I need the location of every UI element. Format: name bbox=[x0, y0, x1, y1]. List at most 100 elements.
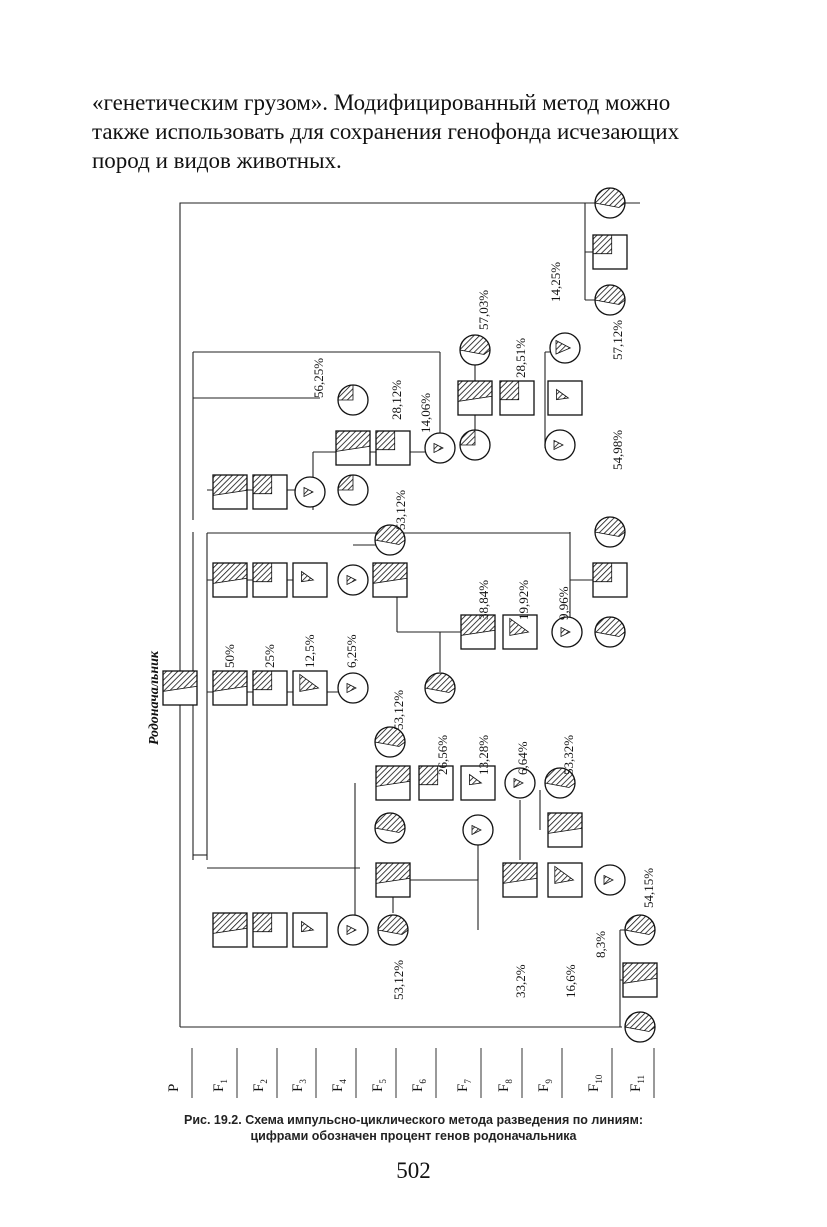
female-animal-symbol bbox=[594, 187, 626, 219]
caption-line-2: цифрами обозначен процент генов родонача… bbox=[250, 1129, 577, 1143]
female-animal-symbol bbox=[337, 564, 369, 596]
female-animal-symbol bbox=[504, 767, 536, 799]
female-animal-symbol bbox=[424, 672, 456, 704]
male-animal-symbol bbox=[162, 670, 198, 706]
male-animal-symbol bbox=[212, 670, 248, 706]
female-animal-symbol bbox=[374, 726, 406, 758]
male-animal-symbol bbox=[592, 234, 628, 270]
percentage-label: 54,15% bbox=[641, 868, 656, 908]
female-animal-symbol bbox=[459, 429, 491, 461]
generation-label-f7: F7 bbox=[455, 1079, 473, 1092]
percentage-label: 16,6% bbox=[563, 964, 578, 998]
generation-label-f6: F6 bbox=[410, 1079, 428, 1092]
generation-label-f10: F10 bbox=[586, 1074, 604, 1092]
male-animal-symbol bbox=[252, 912, 288, 948]
female-animal-symbol bbox=[337, 474, 369, 506]
percentage-label: 57,03% bbox=[476, 290, 491, 330]
percentage-label: 14,25% bbox=[548, 262, 563, 302]
percentage-label: 8,3% bbox=[593, 931, 608, 958]
female-animal-symbol bbox=[594, 284, 626, 316]
percentage-label: 56,25% bbox=[311, 358, 326, 398]
female-animal-symbol bbox=[594, 616, 626, 648]
male-animal-symbol bbox=[457, 380, 493, 416]
female-animal-symbol bbox=[594, 516, 626, 548]
female-animal-symbol bbox=[337, 914, 369, 946]
percentage-label: 50% bbox=[222, 644, 237, 668]
male-animal-symbol bbox=[375, 765, 411, 801]
paragraph-line-1: «генетическим грузом». Модифицированный … bbox=[92, 90, 671, 115]
percentage-label: 54,98% bbox=[610, 430, 625, 470]
male-animal-symbol bbox=[292, 562, 328, 598]
male-animal-symbol bbox=[502, 614, 538, 650]
female-animal-symbol bbox=[377, 914, 409, 946]
female-animal-symbol bbox=[462, 814, 494, 846]
connector-line bbox=[179, 202, 640, 1027]
percentage-label: 14,06% bbox=[418, 393, 433, 433]
female-animal-symbol bbox=[551, 616, 583, 648]
male-animal-symbol bbox=[622, 962, 658, 998]
male-animal-symbol bbox=[375, 862, 411, 898]
female-animal-symbol bbox=[294, 476, 326, 508]
percentage-label: 13,28% bbox=[476, 735, 491, 775]
percentage-label: 38,84% bbox=[476, 580, 491, 620]
percentage-label: 6,25% bbox=[344, 634, 359, 668]
percentage-label: 57,12% bbox=[610, 320, 625, 360]
male-animal-symbol bbox=[418, 765, 454, 801]
male-animal-symbol bbox=[335, 430, 371, 466]
figure-caption: Рис. 19.2. Схема импульсно-циклического … bbox=[100, 1112, 727, 1144]
generation-label-f11: F11 bbox=[628, 1075, 646, 1092]
male-animal-symbol bbox=[292, 912, 328, 948]
male-animal-symbol bbox=[252, 562, 288, 598]
percentage-label: 28,51% bbox=[513, 338, 528, 378]
paragraph-line-2: также использовать для сохранения генофо… bbox=[92, 119, 680, 144]
percentage-label: 53,12% bbox=[393, 490, 408, 530]
male-animal-symbol bbox=[547, 812, 583, 848]
percentage-label: 12,5% bbox=[302, 634, 317, 668]
founder-label: Родоначальник bbox=[147, 650, 162, 745]
percentage-label: 19,92% bbox=[516, 580, 531, 620]
male-animal-symbol bbox=[502, 862, 538, 898]
percentage-label: 9,96% bbox=[556, 586, 571, 620]
body-paragraph: «генетическим грузом». Модифицированный … bbox=[92, 88, 752, 175]
male-animal-symbol bbox=[252, 670, 288, 706]
male-animal-symbol bbox=[460, 765, 496, 801]
female-animal-symbol bbox=[594, 864, 626, 896]
male-animal-symbol bbox=[292, 670, 328, 706]
percentage-label: 33,2% bbox=[513, 964, 528, 998]
male-animal-symbol bbox=[460, 614, 496, 650]
female-animal-symbol bbox=[624, 914, 656, 946]
male-animal-symbol bbox=[592, 562, 628, 598]
generation-label-f8: F8 bbox=[496, 1079, 514, 1092]
generation-label-f5: F5 bbox=[370, 1079, 388, 1092]
female-animal-symbol bbox=[544, 767, 576, 799]
generation-label-f4: F4 bbox=[330, 1079, 348, 1092]
percentage-label: 28,12% bbox=[389, 380, 404, 420]
female-animal-symbol bbox=[549, 332, 581, 364]
male-animal-symbol bbox=[252, 474, 288, 510]
female-animal-symbol bbox=[624, 1011, 656, 1043]
caption-line-1: Рис. 19.2. Схема импульсно-циклического … bbox=[184, 1113, 643, 1127]
generation-label-p: P bbox=[166, 1084, 182, 1092]
paragraph-line-3: пород и видов животных. bbox=[92, 148, 342, 173]
generation-label-f9: F9 bbox=[536, 1079, 554, 1092]
female-animal-symbol bbox=[337, 384, 369, 416]
percentage-label: 25% bbox=[262, 644, 277, 668]
male-animal-symbol bbox=[212, 474, 248, 510]
page-number: 502 bbox=[396, 1158, 431, 1183]
female-animal-symbol bbox=[459, 334, 491, 366]
male-animal-symbol bbox=[547, 380, 583, 416]
percentage-label: 53,32% bbox=[561, 735, 576, 775]
percentage-label: 53,12% bbox=[391, 960, 406, 1000]
generation-label-f1: F1 bbox=[211, 1079, 229, 1092]
generation-label-f3: F3 bbox=[290, 1079, 308, 1092]
generation-label-f2: F2 bbox=[251, 1079, 269, 1092]
female-animal-symbol bbox=[424, 432, 456, 464]
female-animal-symbol bbox=[374, 812, 406, 844]
female-animal-symbol bbox=[374, 524, 406, 556]
female-animal-symbol bbox=[544, 429, 576, 461]
percentage-label: 53,12% bbox=[391, 690, 406, 730]
male-animal-symbol bbox=[499, 380, 535, 416]
female-animal-symbol bbox=[337, 672, 369, 704]
male-animal-symbol bbox=[212, 562, 248, 598]
percentage-label: 26,56% bbox=[435, 735, 450, 775]
